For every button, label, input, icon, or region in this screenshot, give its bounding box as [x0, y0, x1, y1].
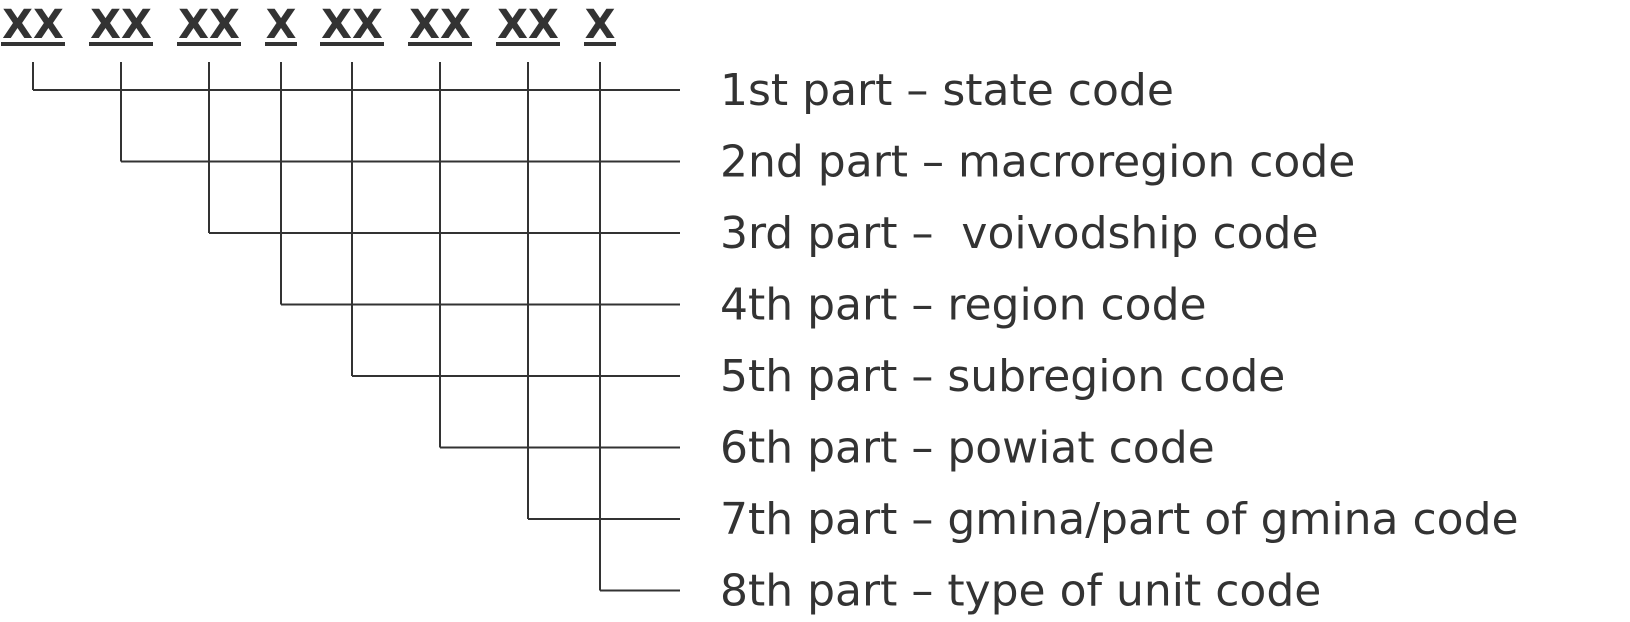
part-description: 5th part – subregion code [720, 351, 1285, 402]
part-description: 1st part – state code [720, 65, 1174, 116]
connector-lines [32, 62, 680, 592]
code-segment: XX [178, 2, 240, 48]
code-segment: XX [90, 2, 152, 48]
code-segment: XX [409, 2, 471, 48]
code-segment: X [266, 2, 297, 48]
part-description: 8th part – type of unit code [720, 566, 1321, 617]
part-description: 7th part – gmina/part of gmina code [720, 494, 1519, 545]
part-description: 4th part – region code [720, 280, 1207, 331]
code-segment: XX [497, 2, 559, 48]
part-description: 6th part – powiat code [720, 423, 1215, 474]
code-segment: XX [321, 2, 383, 48]
part-description: 3rd part – voivodship code [720, 208, 1319, 259]
code-segment: X [585, 2, 616, 48]
part-description: 2nd part – macroregion code [720, 137, 1355, 188]
part-labels: 1st part – state code 2nd part – macroreg… [720, 65, 1519, 617]
code-segment: XX [2, 2, 64, 48]
